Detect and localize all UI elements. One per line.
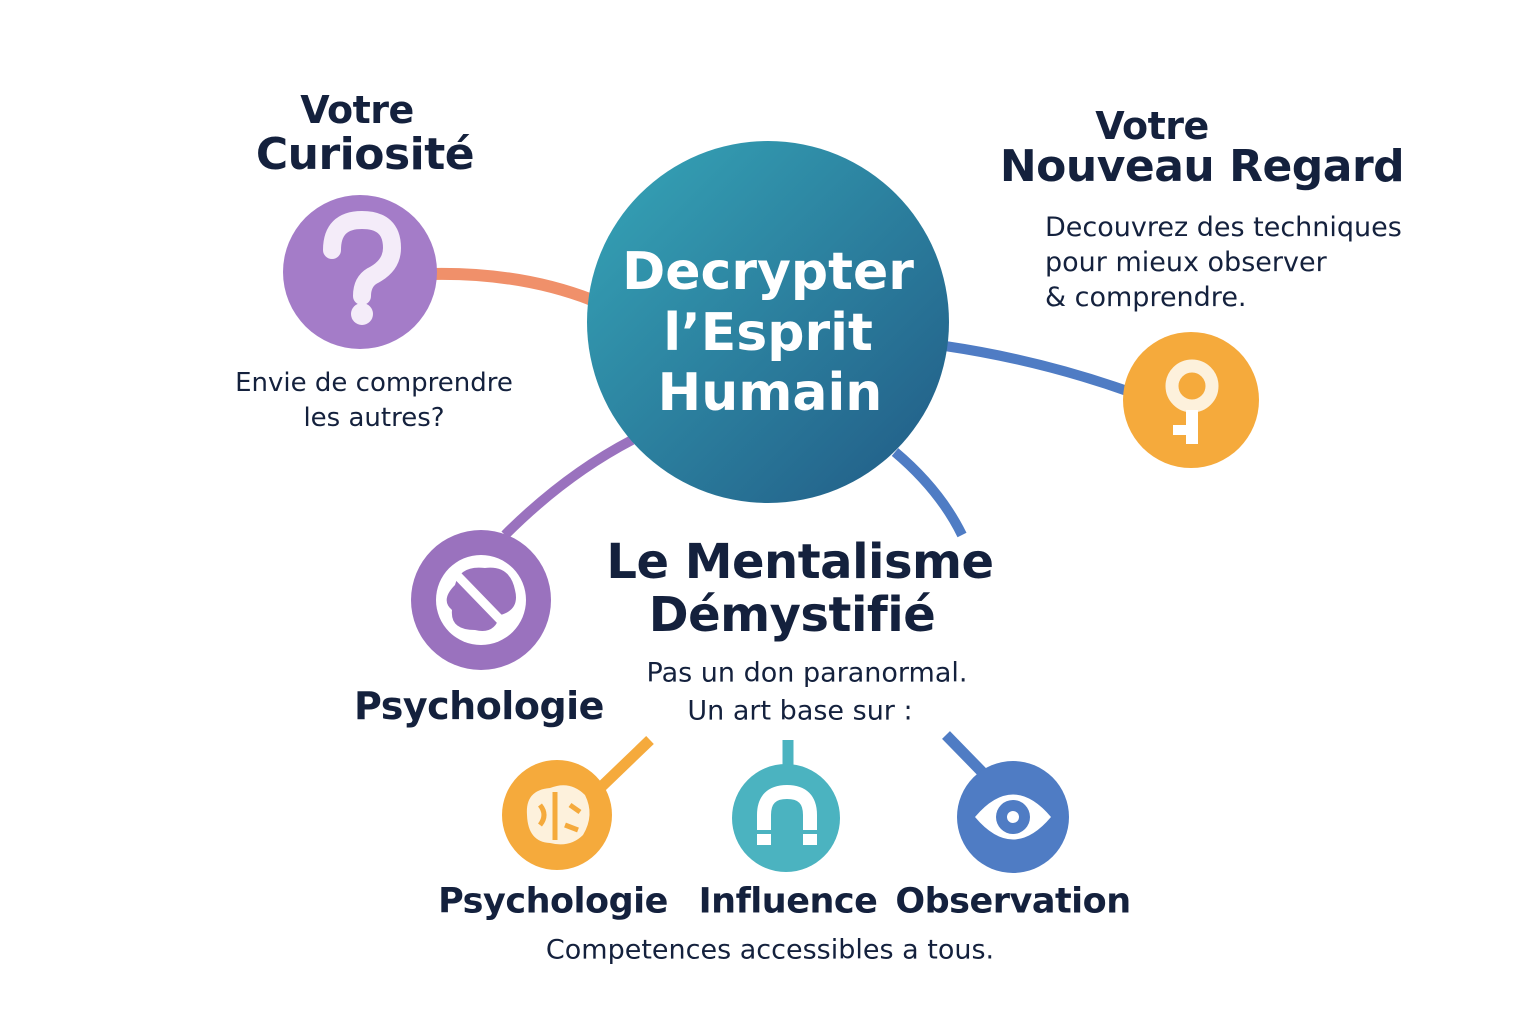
connector-regard [944, 341, 1132, 397]
center-title-line1: Decrypter [622, 242, 914, 302]
question-mark-icon [283, 195, 437, 349]
key-icon [1123, 332, 1259, 468]
connector-curiosity [429, 267, 595, 306]
regard-desc-line3: & comprendre. [1045, 282, 1247, 313]
footer-caption: Competences accessibles a tous. [545, 934, 995, 966]
connector-brain [594, 736, 654, 794]
curiosity-caption-line2: les autres? [303, 403, 445, 433]
skill-label-influence: Influence [698, 881, 878, 922]
regard-title-line1: Votre [1095, 104, 1209, 148]
mentalism-title-line1: Le Mentalisme [606, 534, 994, 590]
curiosity-caption-line1: Envie de comprendre [235, 368, 513, 398]
psychology-label: Psychologie [354, 684, 604, 728]
center-title-line3: Humain [657, 363, 883, 423]
regard-desc-line1: Decouvrez des techniques [1045, 212, 1402, 243]
skill-label-observation: Observation [895, 881, 1131, 922]
connector-mentalism [891, 448, 967, 538]
mentalism-title-line2: Démystifié [648, 587, 936, 643]
regard-description: Decouvrez des techniques pour mieux obse… [1045, 210, 1402, 315]
mentalism-subtitle-line2: Un art base sur : [687, 695, 913, 727]
no-brain-icon [411, 530, 551, 670]
connector-psychology [501, 435, 635, 539]
connector-eye [942, 731, 989, 779]
curiosity-title-line1: Votre [300, 88, 414, 132]
eye-icon [957, 761, 1069, 873]
regard-desc-line2: pour mieux observer [1045, 247, 1327, 278]
center-circle [587, 141, 949, 503]
regard-title-line2: Nouveau Regard [999, 141, 1405, 192]
mentalism-subtitle-line1: Pas un don paranormal. [646, 657, 968, 689]
center-title-line2: l’Esprit [663, 303, 873, 363]
skill-label-psychology: Psychologie [438, 881, 668, 922]
curiosity-title-line2: Curiosité [255, 129, 475, 180]
brain-icon [502, 760, 612, 870]
magnet-icon [732, 764, 840, 872]
